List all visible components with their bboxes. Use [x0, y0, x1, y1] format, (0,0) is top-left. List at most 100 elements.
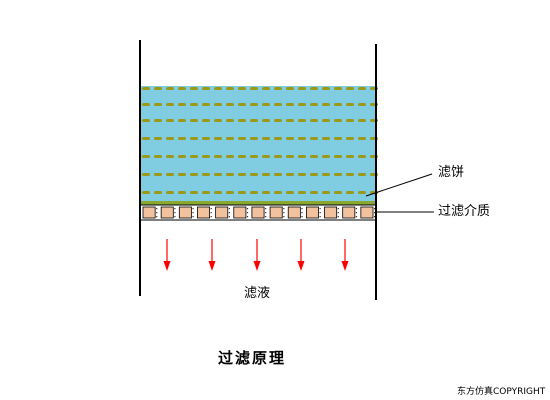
- filter-pore-dot: [228, 212, 230, 214]
- cake-particle: [190, 155, 198, 158]
- filter-pore-dot: [301, 212, 303, 214]
- filter-pore-dot: [283, 208, 285, 210]
- cake-particle: [358, 155, 366, 158]
- cake-particle: [346, 119, 354, 122]
- flow-arrow: [341, 239, 349, 271]
- filter-pore-dot: [283, 216, 285, 218]
- filter-pore-dot: [355, 212, 358, 214]
- cake-particle: [298, 103, 306, 106]
- cake-particle: [346, 155, 354, 158]
- cake-particle: [262, 87, 270, 90]
- filter-pore-dot: [156, 216, 158, 218]
- flow-arrow: [253, 239, 261, 271]
- filter-pore-dot: [337, 208, 339, 210]
- cake-particle: [298, 155, 306, 158]
- filter-medium-cell: [342, 206, 356, 219]
- cake-particle: [202, 137, 210, 140]
- cake-particle: [274, 191, 282, 194]
- cake-particle: [322, 119, 330, 122]
- flow-arrow: [297, 239, 305, 271]
- cake-particle: [238, 191, 246, 194]
- cake-particle: [286, 119, 294, 122]
- cake-particle: [154, 137, 162, 140]
- cake-particle: [202, 155, 210, 158]
- filter-medium-cell: [287, 206, 301, 219]
- filter-pore-dot: [374, 216, 376, 218]
- cake-particle: [202, 173, 210, 176]
- cake-particle: [358, 137, 366, 140]
- cake-particle: [154, 119, 162, 122]
- filter-medium-cell: [142, 206, 156, 219]
- cake-particle: [274, 103, 282, 106]
- cake-particle: [190, 103, 198, 106]
- cake-particle: [310, 137, 318, 140]
- cake-particle: [142, 103, 150, 106]
- cake-particle: [286, 137, 294, 140]
- cake-particle: [166, 87, 174, 90]
- cake-particle: [226, 119, 234, 122]
- cake-particle: [310, 103, 318, 106]
- cake-particle: [274, 173, 282, 176]
- filter-pore-dot: [246, 216, 249, 218]
- cake-particle: [262, 191, 270, 194]
- cake-particle: [226, 155, 234, 158]
- filter-pore-dot: [192, 212, 194, 214]
- cake-particle: [154, 191, 162, 194]
- cake-particle: [154, 173, 162, 176]
- filter-pore-dot: [374, 208, 376, 210]
- cake-particle: [178, 87, 186, 90]
- cake-particle: [226, 103, 234, 106]
- cake-particle: [238, 173, 246, 176]
- filter-pore-dot: [192, 216, 194, 218]
- cake-particle: [238, 137, 246, 140]
- cake-particle: [298, 137, 306, 140]
- filter-pore-dot: [355, 216, 358, 218]
- cake-particle: [226, 191, 234, 194]
- filter-medium-cell: [233, 206, 247, 219]
- cake-particle: [322, 103, 330, 106]
- cake-particle: [310, 87, 318, 90]
- filtrate-flow-arrows: [163, 239, 349, 271]
- filter-cake-particles: [142, 87, 378, 194]
- cake-particle: [166, 173, 174, 176]
- filter-pore-dot: [156, 208, 158, 210]
- cake-particle: [358, 87, 366, 90]
- cake-particle: [286, 103, 294, 106]
- cake-particle: [166, 137, 174, 140]
- filter-pore-dot: [246, 208, 249, 210]
- cake-particle: [262, 119, 270, 122]
- filter-cake-label: 滤饼: [438, 165, 465, 180]
- cake-particle: [346, 87, 354, 90]
- filter-medium-cell: [305, 206, 319, 219]
- cake-particle: [178, 155, 186, 158]
- cake-particle: [322, 87, 330, 90]
- filter-medium: [139, 204, 377, 221]
- cake-particle: [142, 87, 150, 90]
- filter-pore-dot: [174, 216, 176, 218]
- cake-particle: [142, 155, 150, 158]
- filter-pore-dot: [283, 212, 285, 214]
- cake-particle: [334, 87, 342, 90]
- cake-particle: [238, 103, 246, 106]
- filter-pore-dot: [156, 212, 158, 214]
- filter-pore-dot: [228, 216, 230, 218]
- cake-particle: [178, 103, 186, 106]
- cake-particle: [142, 119, 150, 122]
- cake-particle: [214, 103, 222, 106]
- cake-particle: [334, 119, 342, 122]
- filter-pore-dot: [319, 208, 321, 210]
- filter-pore-dot: [301, 208, 303, 210]
- cake-particle: [298, 119, 306, 122]
- cake-particle: [310, 191, 318, 194]
- cake-particle: [250, 119, 258, 122]
- cake-particle: [334, 173, 342, 176]
- cake-particle: [226, 173, 234, 176]
- cake-particle: [202, 119, 210, 122]
- filter-pore-dot: [337, 216, 339, 218]
- cake-particle: [334, 191, 342, 194]
- cake-particle: [286, 87, 294, 90]
- cake-particle: [286, 155, 294, 158]
- cake-particle: [358, 119, 366, 122]
- filter-pore-dot: [319, 216, 321, 218]
